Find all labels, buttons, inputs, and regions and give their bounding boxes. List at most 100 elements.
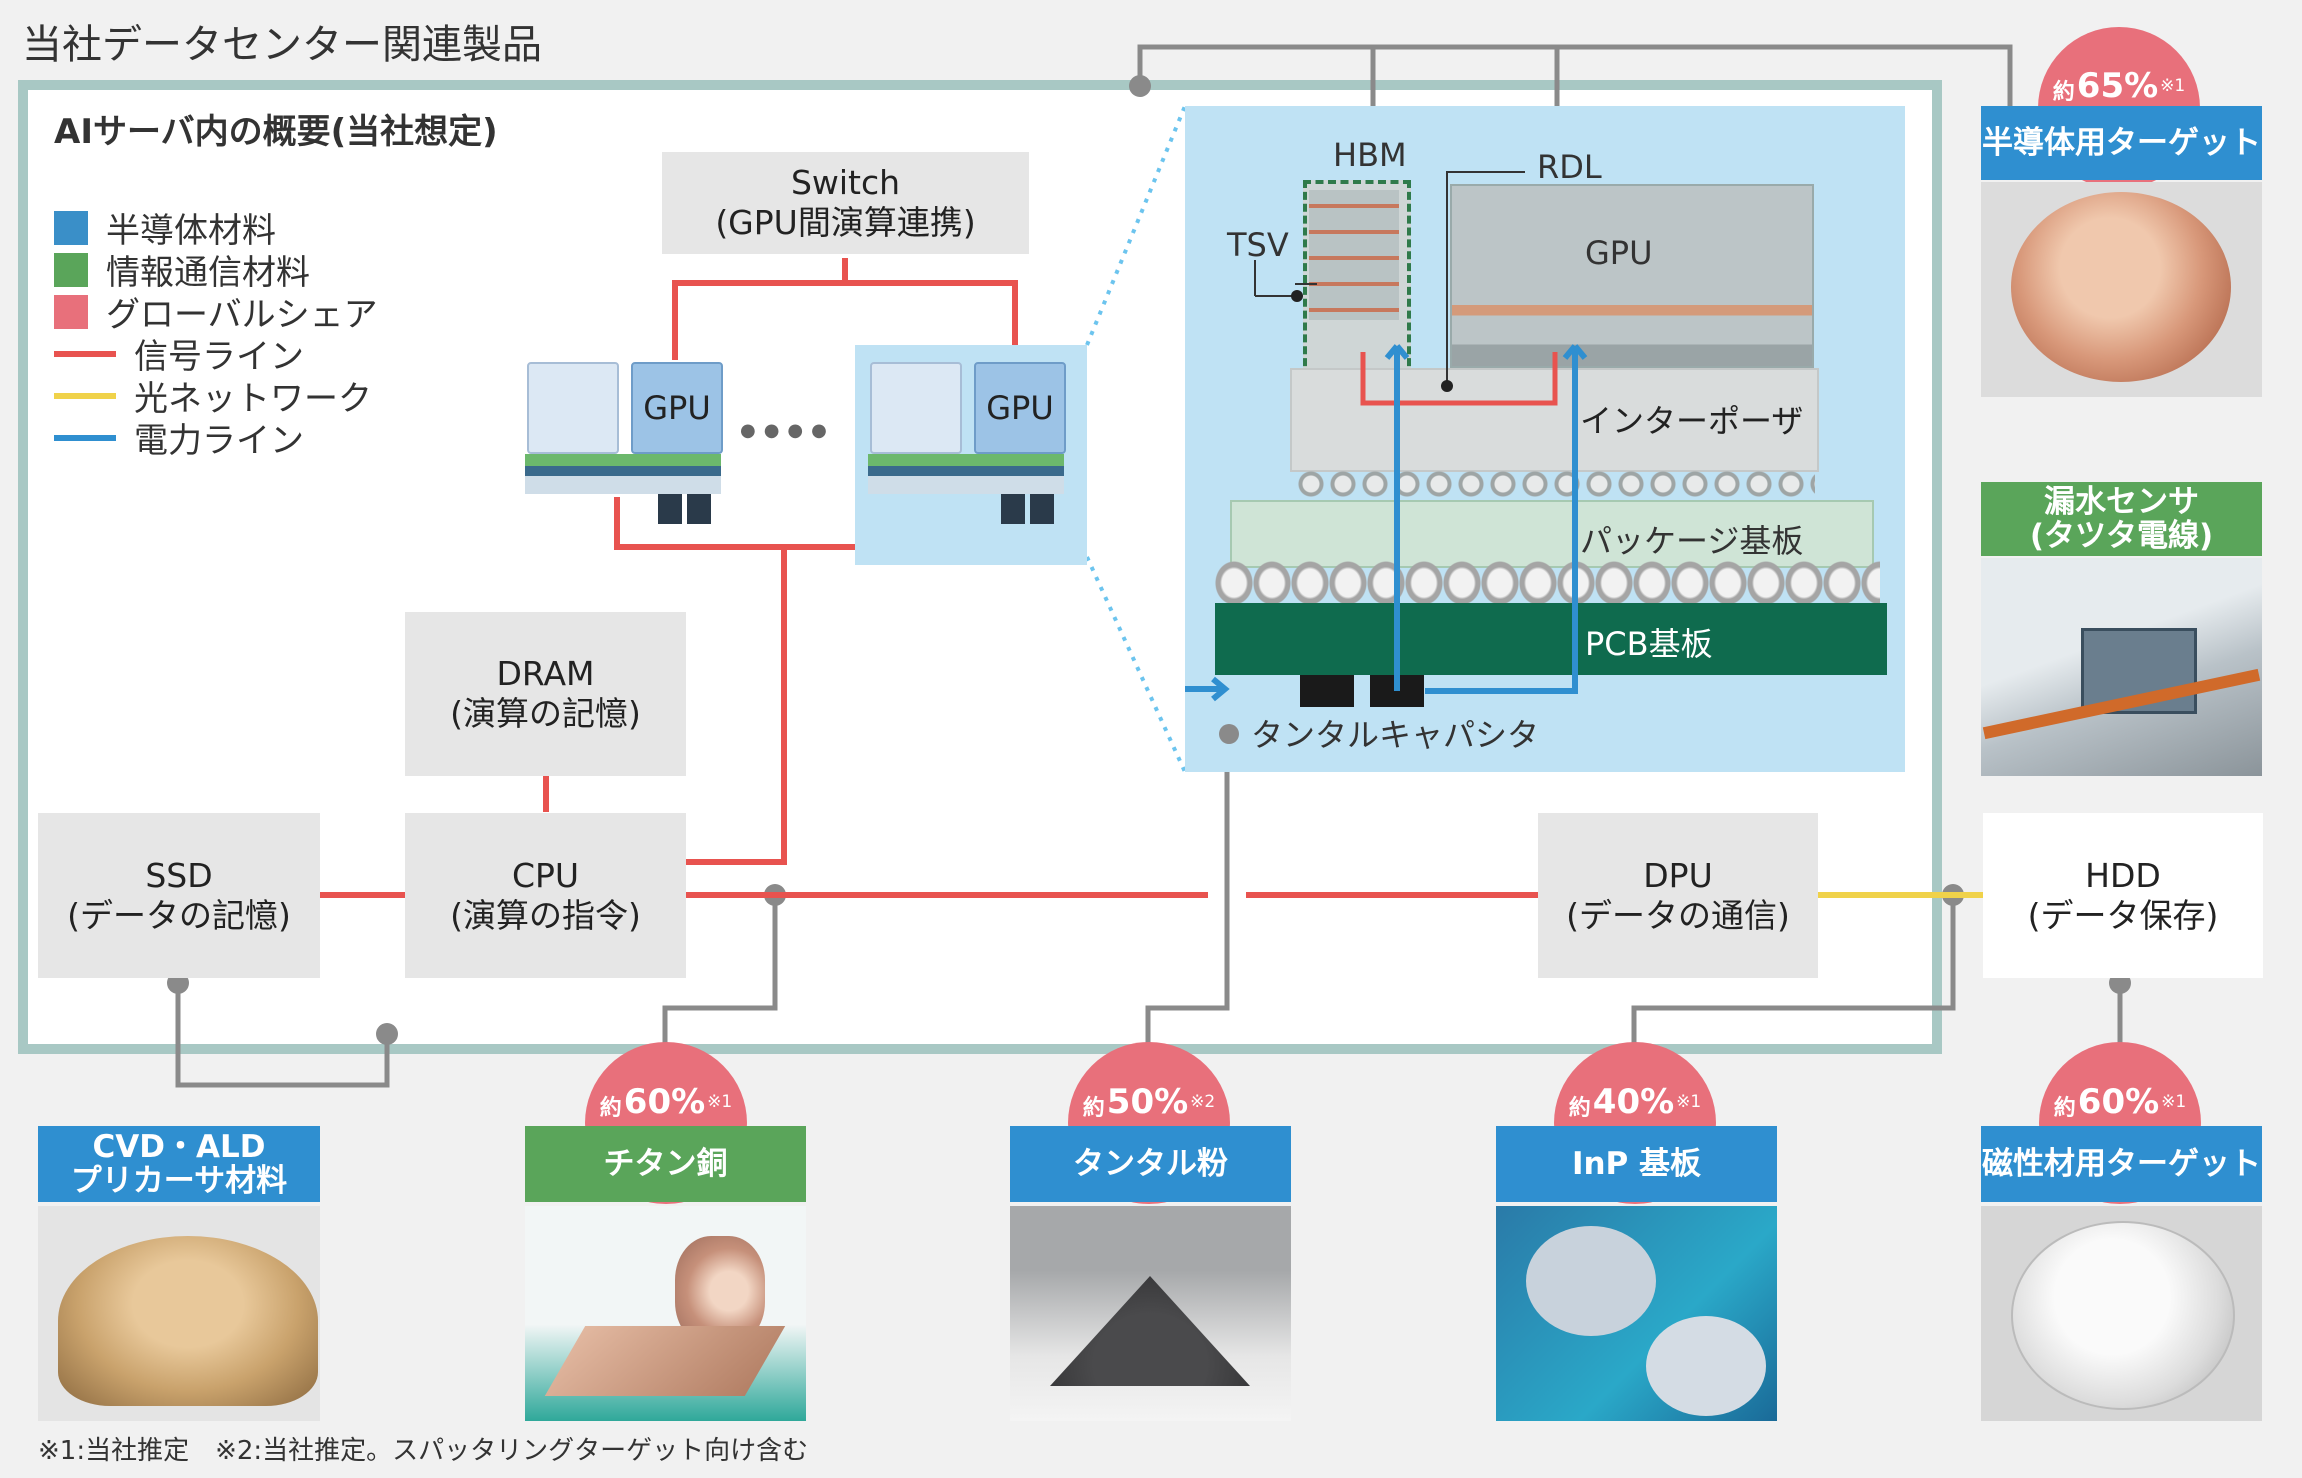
share-prefix: 約 — [1568, 1096, 1591, 1121]
copper-strip-image — [544, 1326, 786, 1396]
hdd-node[interactable]: HDD (データ保存) — [1983, 813, 2263, 978]
cpu-sublabel: (演算の指令) — [450, 895, 641, 935]
share-percent: 60% — [623, 1082, 706, 1122]
ssd-label: SSD — [145, 855, 213, 895]
rdl-label: RDL — [1537, 148, 1602, 186]
legend-semiconductor: 半導体材料 — [54, 203, 276, 252]
legend-swatch — [54, 210, 88, 245]
legend-label: 電力ライン — [134, 421, 304, 461]
switch-label: Switch — [790, 163, 901, 202]
share-note: ※2 — [1190, 1092, 1216, 1112]
hbm-label: HBM — [1333, 136, 1407, 174]
switch-node[interactable]: Switch (GPU間演算連携) — [662, 152, 1029, 254]
legend-swatch — [54, 252, 88, 287]
hdd-sublabel: (データ保存) — [2027, 895, 2219, 935]
legend-optical-line: 光ネットワーク — [54, 371, 372, 420]
capacitor-block — [1300, 675, 1354, 707]
product-tag-tantalum-powder[interactable]: タンタル粉 — [1010, 1126, 1291, 1202]
magnetic-target-photo — [1981, 1206, 2262, 1421]
dram-sublabel: (演算の記憶) — [450, 694, 641, 733]
gpu-board-pcb — [525, 454, 721, 494]
connector-pin — [1030, 494, 1054, 524]
leak-sensor-photo — [1981, 558, 2262, 776]
gpu-board-2[interactable]: GPU — [868, 360, 1066, 525]
share-prefix: 約 — [599, 1096, 622, 1121]
page-title: 当社データセンター関連製品 — [22, 22, 542, 68]
product-tag-titanium-copper[interactable]: チタン銅 — [525, 1126, 806, 1202]
share-note: ※1 — [2161, 1092, 2187, 1112]
share-note: ※1 — [1676, 1092, 1702, 1112]
gpu-chip: GPU — [974, 362, 1066, 454]
copper-disc-image — [2011, 192, 2231, 382]
share-percent: 60% — [2077, 1082, 2160, 1122]
legend-swatch — [54, 294, 88, 329]
pcb-substrate — [1215, 603, 1887, 675]
connector-pin — [1001, 494, 1025, 524]
ssd-node[interactable]: SSD (データの記憶) — [38, 813, 320, 978]
dpu-node[interactable]: DPU (データの通信) — [1538, 813, 1818, 978]
legend-share: グローバルシェア — [54, 287, 378, 336]
micro-bumps — [1295, 468, 1815, 500]
product-tag-magnetic-target[interactable]: 磁性材用ターゲット — [1981, 1126, 2262, 1202]
tantalum-powder-photo — [1010, 1206, 1291, 1421]
share-prefix: 約 — [1082, 1096, 1105, 1121]
gpu-label: GPU — [986, 389, 1054, 427]
legend-line — [54, 434, 116, 441]
switch-sublabel: (GPU間演算連携) — [715, 203, 976, 242]
share-note: ※1 — [707, 1092, 733, 1112]
legend-label: 半導体材料 — [106, 211, 276, 251]
legend-telecom: 情報通信材料 — [54, 245, 310, 294]
dram-label: DRAM — [496, 654, 595, 693]
gpu-chip: GPU — [631, 362, 723, 454]
tsv-label: TSV — [1227, 226, 1289, 264]
server-overview-label: AIサーバ内の概要(当社想定) — [54, 112, 498, 152]
gpu-die — [1450, 184, 1814, 368]
gpu-board-pcb — [868, 454, 1064, 494]
gpu-label: GPU — [643, 389, 711, 427]
product-tag-semiconductor-target[interactable]: 半導体用ターゲット — [1981, 106, 2262, 180]
product-tag-cvd-ald[interactable]: CVD・ALD プリカーサ材料 — [38, 1126, 320, 1202]
footnote: ※1:当社推定 ※2:当社推定。スパッタリングターゲット向け含む — [38, 1436, 809, 1466]
package-detail-panel: GPU インターポーザ パッケージ基板 PCB基板 — [1185, 106, 1905, 772]
pcb-label: PCB基板 — [1585, 625, 1713, 663]
interposer-label: インターポーザ — [1580, 402, 1804, 440]
legend-label: グローバルシェア — [106, 295, 378, 335]
solder-balls — [1215, 561, 1880, 605]
gpu-board-1[interactable]: GPU — [525, 360, 723, 525]
wafer-image — [1646, 1316, 1766, 1416]
dark-powder-image — [1050, 1276, 1250, 1386]
dpu-label: DPU — [1643, 855, 1713, 895]
package-substrate — [1230, 500, 1874, 568]
leak-sensor-name: 漏水センサ (タツタ電線) — [2029, 484, 2214, 554]
share-percent: 40% — [1592, 1082, 1675, 1122]
product-tag-leak-sensor[interactable]: 漏水センサ (タツタ電線) — [1981, 482, 2262, 556]
legend-signal-line: 信号ライン — [54, 329, 304, 378]
memory-chip — [527, 362, 619, 454]
legend-label: 光ネットワーク — [134, 379, 372, 419]
wafer-image — [1526, 1226, 1656, 1336]
capacitor-dot — [1219, 724, 1239, 744]
legend-line — [54, 392, 116, 399]
share-percent: 50% — [1106, 1082, 1189, 1122]
dram-node[interactable]: DRAM (演算の記憶) — [405, 612, 686, 776]
connector-pin — [687, 494, 711, 524]
legend-line — [54, 350, 116, 357]
legend-label: 信号ライン — [134, 337, 304, 377]
cpu-node[interactable]: CPU (演算の指令) — [405, 813, 686, 978]
package-substrate-label: パッケージ基板 — [1580, 522, 1804, 560]
product-tag-inp-substrate[interactable]: InP 基板 — [1496, 1126, 1777, 1202]
dpu-sublabel: (データの通信) — [1566, 895, 1790, 935]
share-note: ※1 — [2160, 76, 2186, 96]
share-prefix: 約 — [2053, 1096, 2076, 1121]
capacitor-label: タンタルキャパシタ — [1251, 716, 1540, 754]
memory-chip — [870, 362, 962, 454]
hdd-label: HDD — [2085, 855, 2161, 895]
legend-power-line: 電力ライン — [54, 413, 304, 462]
ssd-sublabel: (データの記憶) — [67, 895, 291, 935]
titanium-copper-photo — [525, 1206, 806, 1421]
hbm-layers — [1309, 190, 1399, 320]
